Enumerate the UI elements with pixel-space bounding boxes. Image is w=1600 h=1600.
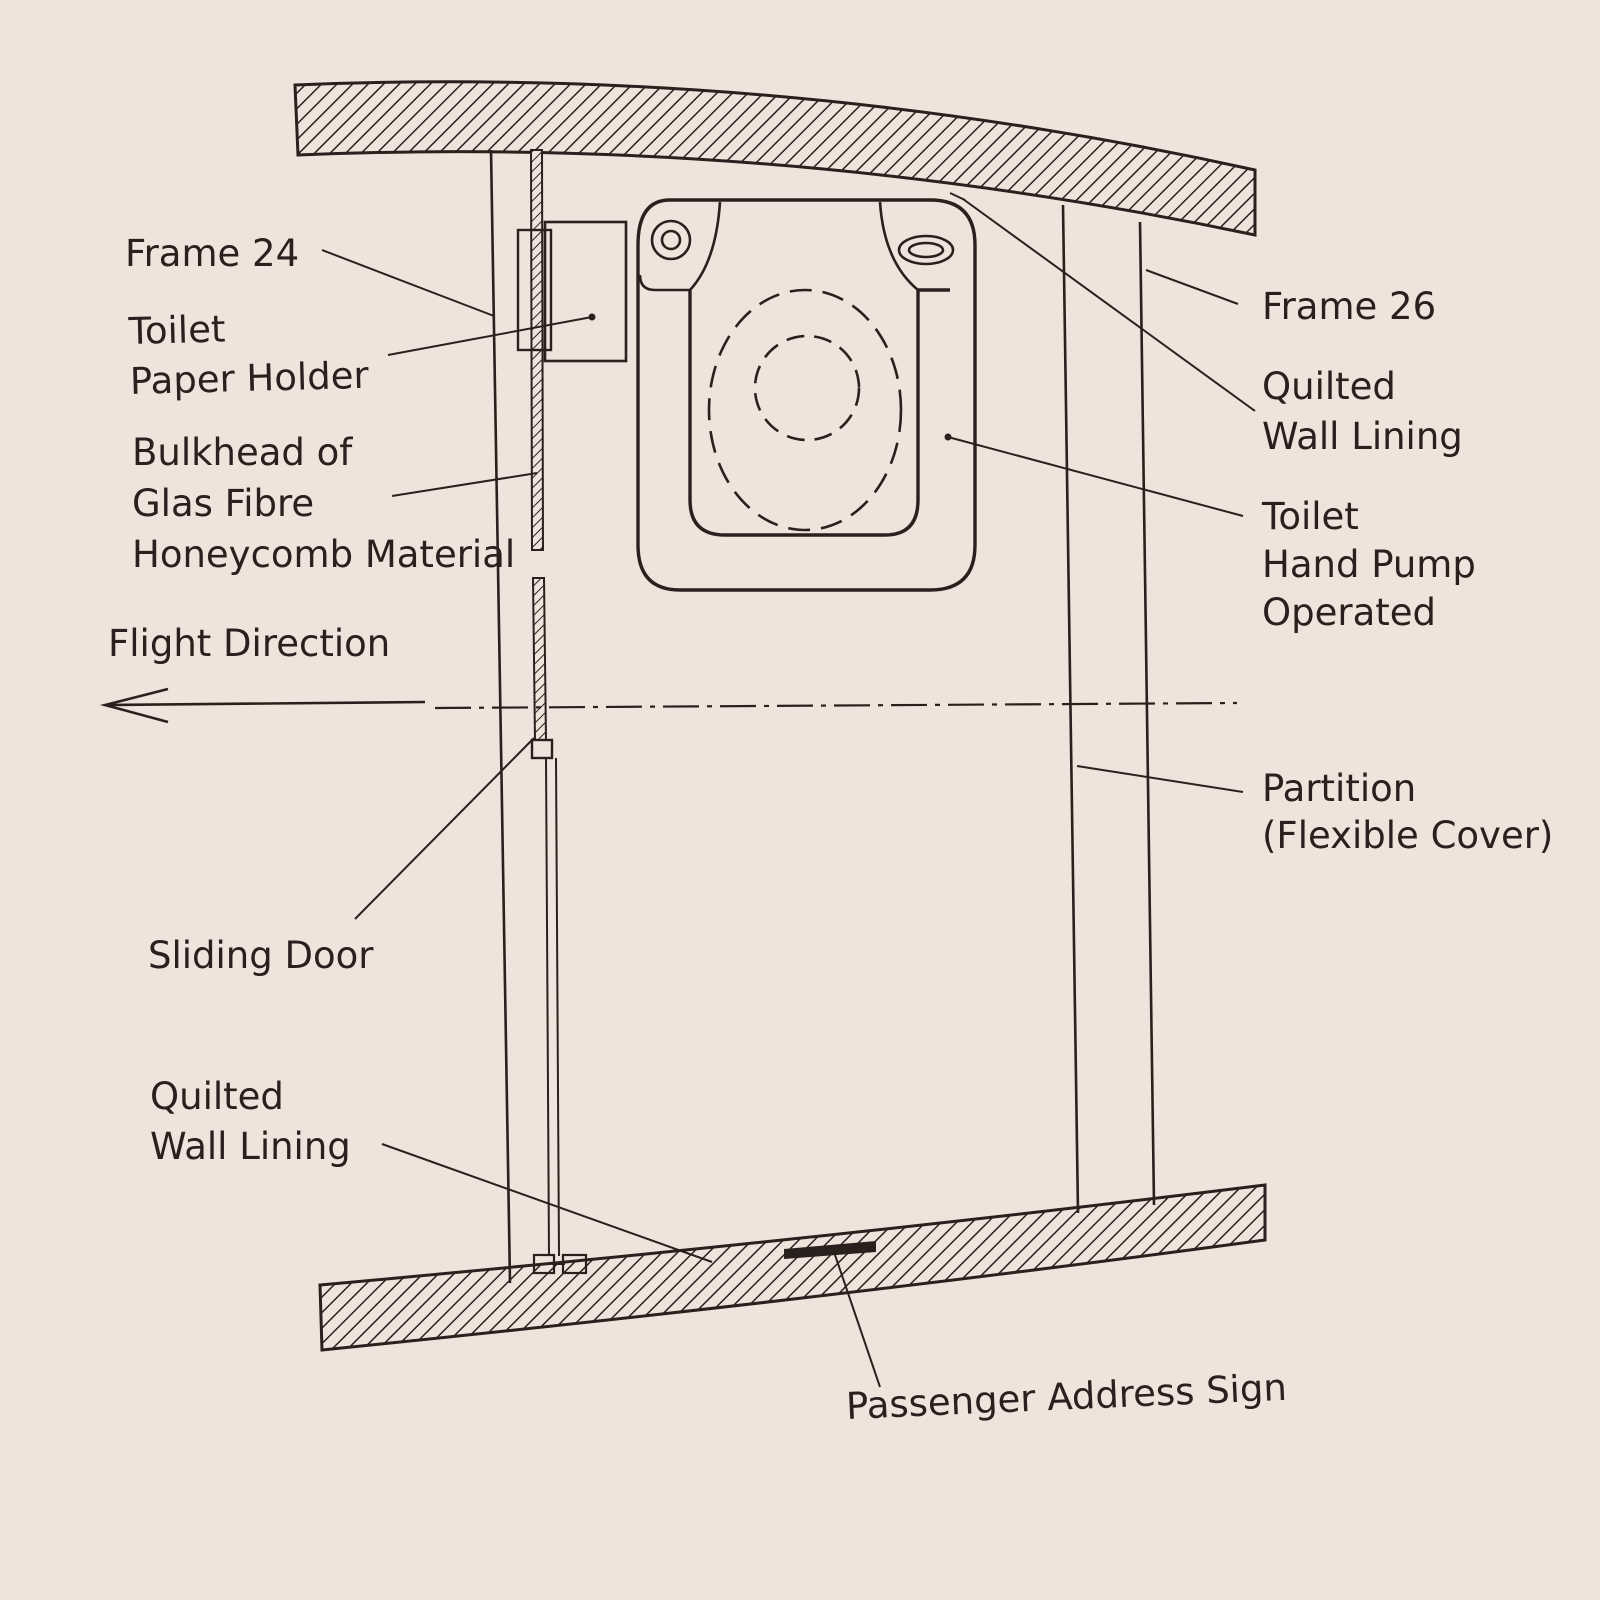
leader-sliding-door [354,737,535,920]
ceiling-structure [293,80,1257,237]
sliding-door-rail-right [555,757,560,1257]
bulkhead-edge [530,738,554,760]
leader-quilted-wall-lining-lower [381,1143,713,1263]
label-quilted-wall-lining-lower: Quilted Wall Lining [150,1075,351,1168]
leader-frame-26 [1145,269,1239,305]
label-toilet-paper-holder: Toilet Paper Holder [128,307,370,403]
leader-passenger-address-sign [833,1251,881,1388]
label-bulkhead: Bulkhead of Glas Fibre Honeycomb Materia… [132,431,516,576]
flight-direction-arrow-shaft [107,700,426,707]
toilet-fitting-right-inner [907,241,945,259]
label-partition: Partition (Flexible Cover) [1262,767,1554,857]
floor-structure [318,1183,1267,1352]
toilet-rim-back [689,201,919,292]
label-quilted-wall-lining-upper: Quilted Wall Lining [1262,365,1463,458]
leader-frame-24 [321,249,495,317]
quilted-wall-lining-upper-edge [949,192,966,201]
leader-lines [321,198,1256,1388]
label-toilet-hand-pump: Toilet Hand Pump Operated [1262,495,1476,634]
toilet-outer [636,198,977,592]
toilet-rim-back-left [638,274,690,292]
toilet-fitting-right-outer [897,234,955,266]
label-frame-24: Frame 24 [125,232,300,275]
toilet-bowl-rim [688,288,950,537]
label-sliding-door: Sliding Door [148,934,374,977]
toilet-bowl-dashed-outline [753,334,861,442]
bulkhead-honeycomb-lower [531,577,548,741]
leader-quilted-wall-lining-upper [962,198,1256,412]
leader-partition [1076,765,1244,793]
sliding-door-rail-left [545,757,550,1257]
toilet-paper-holder-box [543,220,628,363]
toilet-fitting-left-outer [650,219,692,261]
leader-bulkhead [391,472,538,497]
passenger-address-sign-mark [784,1241,876,1259]
leader-toilet-paper-holder [387,316,593,356]
leader-toilet-hand-pump [947,436,1244,517]
partition-line [1061,204,1080,1214]
toilet-seat-dashed-outline [707,288,903,532]
frame-24-line [489,149,512,1284]
bulkhead-doubler [516,228,553,352]
flight-direction-arrowhead [99,687,169,724]
toilet-fitting-left-inner [660,229,682,251]
label-flight-direction: Flight Direction [108,622,391,665]
frame-26-line [1138,221,1156,1206]
label-frame-26: Frame 26 [1262,285,1437,328]
centerline [434,701,1238,710]
